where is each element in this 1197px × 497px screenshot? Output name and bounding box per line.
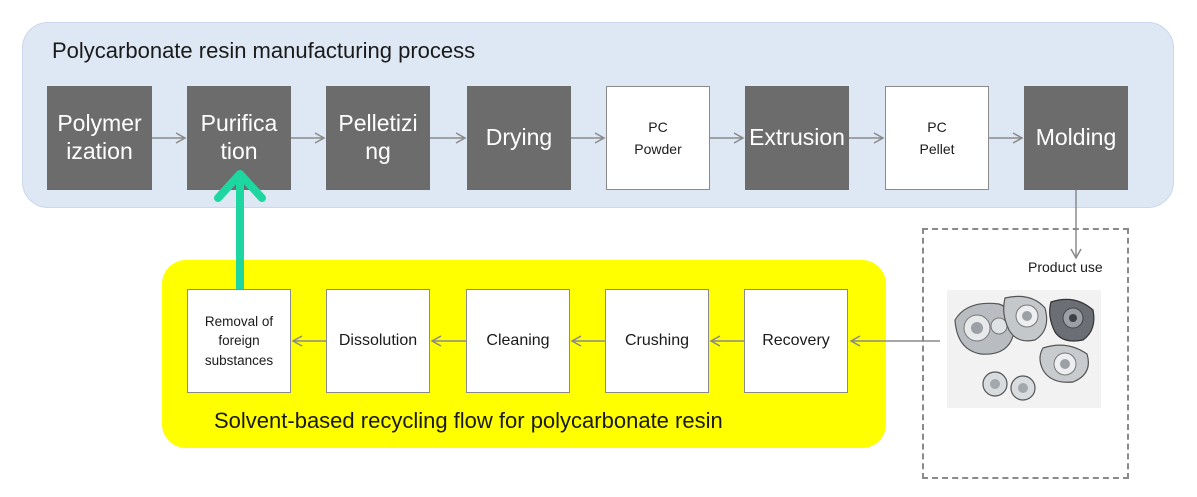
step-polymerization: Polymer ization <box>47 86 152 190</box>
product-use-label: Product use <box>1028 259 1103 275</box>
step-dissolution: Dissolution <box>326 289 430 393</box>
step-molding: Molding <box>1024 86 1128 190</box>
step-crushing: Crushing <box>605 289 709 393</box>
step-pelletizing: Pelletizi ng <box>326 86 430 190</box>
step-pc-powder: PC Powder <box>606 86 710 190</box>
manufacturing-title: Polycarbonate resin manufacturing proces… <box>52 38 476 63</box>
return-arrow-head <box>214 170 266 202</box>
step-recovery: Recovery <box>744 289 848 393</box>
product-use-frame <box>922 228 1129 479</box>
step-pc-pellet: PC Pellet <box>885 86 989 190</box>
headlamp-illustration <box>947 290 1101 408</box>
recycling-title: Solvent-based recycling flow for polycar… <box>214 408 723 433</box>
step-cleaning: Cleaning <box>466 289 570 393</box>
step-removal-foreign-substances: Removal of foreign substances <box>187 289 291 393</box>
step-drying: Drying <box>467 86 571 190</box>
headlamp-photo <box>947 290 1101 408</box>
step-extrusion: Extrusion <box>745 86 849 190</box>
